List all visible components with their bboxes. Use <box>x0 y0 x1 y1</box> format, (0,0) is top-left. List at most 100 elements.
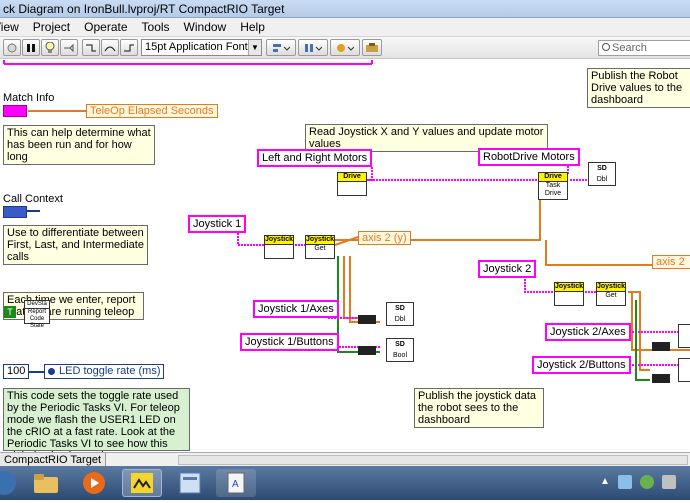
comment-call-context: Use to differentiate between First, Last… <box>3 225 148 265</box>
target-tab[interactable]: CompactRIO Target <box>0 453 107 467</box>
cleanup-diagram-button[interactable] <box>362 39 382 56</box>
notepad-icon: A <box>227 472 245 494</box>
robotdrive-motors-label[interactable]: RobotDrive Motors <box>478 148 580 166</box>
joystick1-label[interactable]: Joystick 1 <box>188 215 247 233</box>
devsta-header: DevSta <box>25 301 49 309</box>
sd-label: SD <box>395 341 405 348</box>
horizontal-scrollbar[interactable] <box>178 455 688 465</box>
taskbar-media-player-button[interactable] <box>74 469 114 497</box>
taskbar-notepad-button[interactable]: A <box>216 469 256 497</box>
drive-vi-left[interactable]: Drive <box>337 172 367 196</box>
menu-view[interactable]: View <box>0 19 19 34</box>
step-over-button[interactable] <box>101 39 119 56</box>
sd-bool-buttons1[interactable]: SD Bool <box>386 338 414 362</box>
tray-network-icon[interactable] <box>618 475 632 489</box>
get-text: Get <box>314 245 326 252</box>
array-indicator <box>652 374 670 383</box>
search-input[interactable]: Search <box>598 40 690 56</box>
led-toggle-global[interactable]: LED toggle rate (ms) <box>44 364 165 379</box>
menu-operate[interactable]: Operate <box>84 19 128 34</box>
taskbar-explorer-button[interactable] <box>26 469 66 497</box>
svg-text:A: A <box>232 479 239 490</box>
report-code-state-vi[interactable]: DevSta Report Code State <box>24 300 50 329</box>
axis2-label: axis 2 <box>656 256 685 268</box>
drive-task-vi[interactable]: Drive Task Drive <box>538 172 568 200</box>
t-constant[interactable]: T <box>4 306 16 318</box>
align-objects-button[interactable] <box>266 39 296 56</box>
comment-publish-robot: Publish the Robot Drive values to the da… <box>587 68 690 108</box>
menu-window[interactable]: Window <box>183 19 227 34</box>
joystick-get-header: Joystick <box>306 236 335 245</box>
comment-toggle-rate: This code sets the toggle rate used by t… <box>3 388 190 452</box>
teleop-elapsed-indicator[interactable]: TeleOp Elapsed Seconds <box>86 104 218 118</box>
array-indicator <box>358 346 376 355</box>
joystick1-axes-label[interactable]: Joystick 1/Axes <box>253 300 339 318</box>
t-constant-label: T <box>7 307 13 317</box>
sd-dbl-axes1[interactable]: SD Dbl <box>386 302 414 326</box>
joystick-vi-header: Joystick <box>265 236 294 245</box>
block-diagram-canvas[interactable]: Match Info TeleOp Elapsed Seconds This c… <box>0 60 690 452</box>
joystick2-buttons-label[interactable]: Joystick 2/Buttons <box>532 356 631 374</box>
step-out-icon <box>124 44 134 51</box>
wire-buttons2 <box>635 300 650 381</box>
joystick1-open-vi[interactable]: Joystick <box>264 235 294 259</box>
wire-axis2 <box>631 292 690 351</box>
chevron-down-icon: ▼ <box>248 40 261 55</box>
match-info-terminal[interactable] <box>3 105 27 117</box>
sd-label: SD <box>597 165 607 172</box>
call-context-terminal[interactable] <box>3 206 27 218</box>
pause-icon <box>27 43 35 52</box>
axis2-y-indicator[interactable]: axis 2 (y) <box>358 231 411 245</box>
status-bar: CompactRIO Target <box>0 452 690 467</box>
menu-help[interactable]: Help <box>240 19 265 34</box>
get-text: Get <box>605 292 617 299</box>
joystick1-buttons-label[interactable]: Joystick 1/Buttons <box>240 333 339 351</box>
retain-wire-values-button[interactable] <box>60 39 78 56</box>
sd-buttons2[interactable] <box>678 358 690 382</box>
media-player-icon <box>83 472 105 494</box>
drive-task-header: Drive <box>539 173 567 182</box>
app-icon <box>179 472 201 494</box>
joystick2-label[interactable]: Joystick 2 <box>478 260 537 278</box>
reorder-icon <box>337 43 354 52</box>
comment-match-info: This can help determine what has been ru… <box>3 125 155 165</box>
font-select[interactable]: 15pt Application Font ▼ <box>141 39 262 56</box>
menu-bar: View Project Operate Tools Window Help <box>0 18 690 37</box>
taskbar-app-button[interactable] <box>170 469 210 497</box>
tray-up-arrow-icon[interactable]: ▲ <box>600 476 610 487</box>
pause-button[interactable] <box>22 39 40 56</box>
sd-label: SD <box>395 305 405 312</box>
sd-dbl-drive[interactable]: SD Dbl <box>588 162 616 186</box>
array-indicator <box>652 342 670 351</box>
led-value-constant[interactable]: 100 <box>3 364 30 379</box>
joystick2-axes-label[interactable]: Joystick 2/Axes <box>545 323 631 341</box>
highlight-execution-button[interactable] <box>41 39 59 56</box>
tray-sync-icon[interactable] <box>640 475 654 489</box>
abort-button[interactable] <box>3 39 21 56</box>
axis2-indicator[interactable]: axis 2 <box>652 255 690 269</box>
reorder-button[interactable] <box>330 39 360 56</box>
sd-axes2[interactable] <box>678 324 690 348</box>
taskbar-labview-button[interactable] <box>122 469 162 497</box>
joystick2-open-vi[interactable]: Joystick <box>554 282 584 306</box>
start-button[interactable] <box>0 466 20 500</box>
comment-publish-joystick: Publish the joystick data the robot sees… <box>414 388 544 428</box>
menu-project[interactable]: Project <box>32 19 71 34</box>
distribute-icon <box>305 43 322 52</box>
distribute-objects-button[interactable] <box>298 39 328 56</box>
step-over-icon <box>104 46 116 51</box>
wire-axis <box>545 240 690 266</box>
toolbar: 15pt Application Font ▼ <box>0 37 690 59</box>
step-into-button[interactable] <box>82 39 100 56</box>
left-right-motors-label[interactable]: Left and Right Motors <box>257 149 373 167</box>
labview-icon <box>131 473 153 493</box>
comment-read-joystick: Read Joystick X and Y values and update … <box>305 124 548 152</box>
bool-label: Bool <box>392 352 407 359</box>
windows-logo-icon <box>0 471 16 495</box>
tray-volume-icon[interactable] <box>662 475 676 489</box>
step-out-button[interactable] <box>120 39 138 56</box>
joystick2-get-vi[interactable]: Joystick Get <box>596 282 626 306</box>
joystick1-get-vi[interactable]: Joystick Get <box>305 235 335 259</box>
window-title: ck Diagram on IronBull.lvproj/RT Compact… <box>0 0 690 18</box>
menu-tools[interactable]: Tools <box>141 19 170 34</box>
